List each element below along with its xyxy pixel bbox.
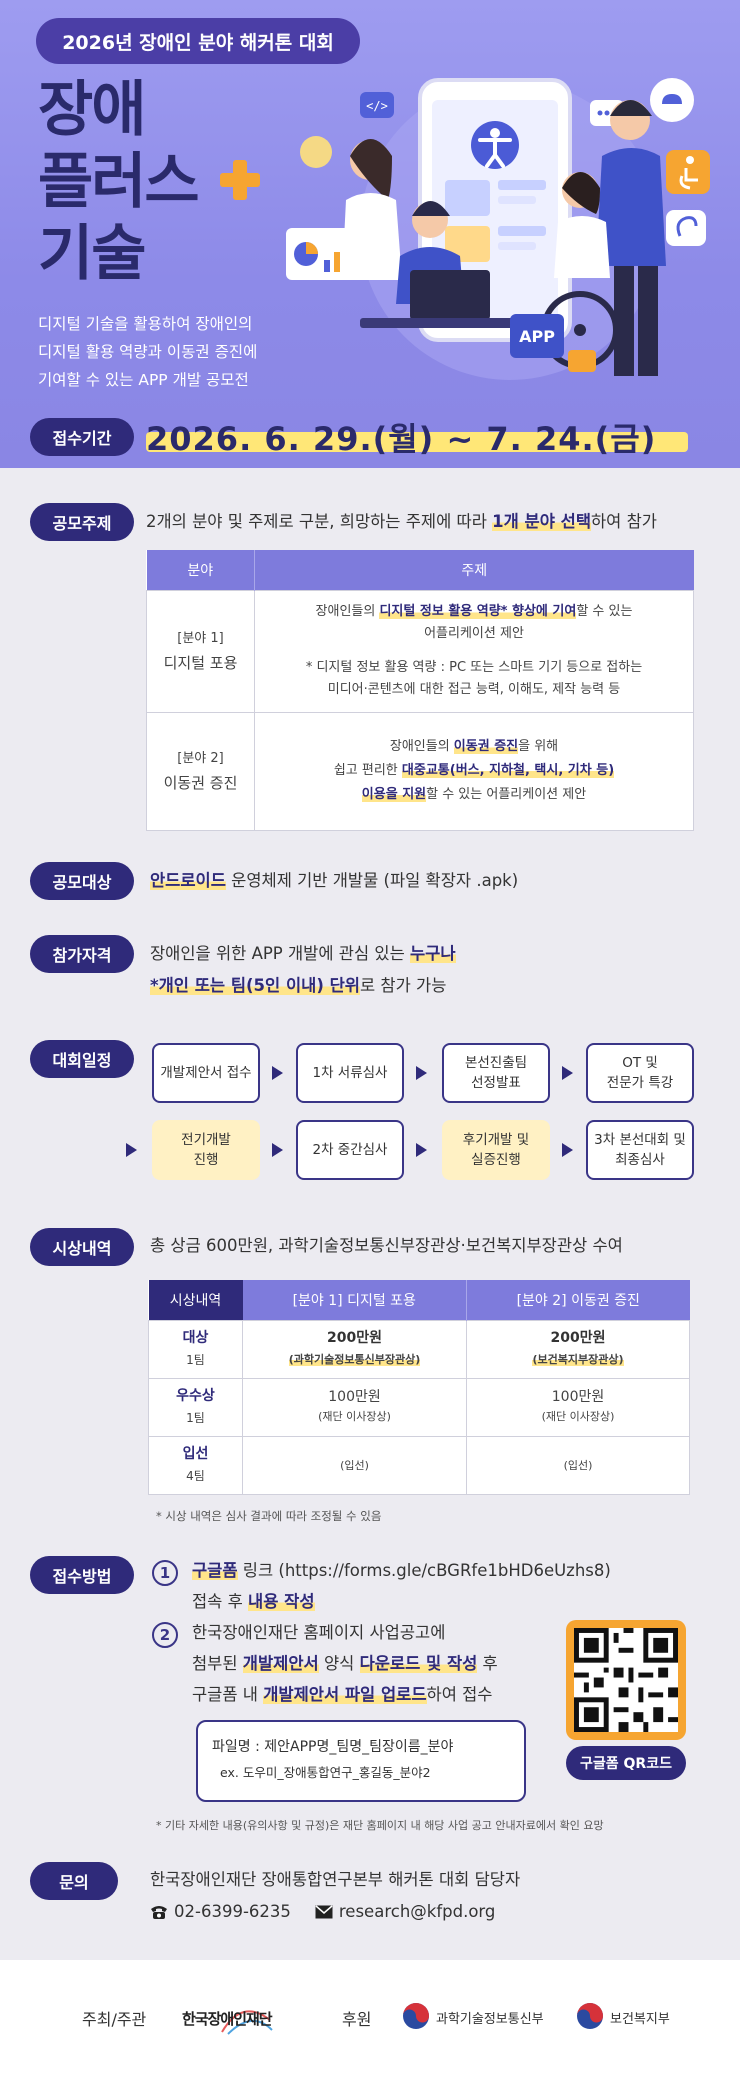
schedule-step: 2차 중간심사 bbox=[296, 1120, 404, 1180]
phone-icon bbox=[151, 1906, 167, 1919]
qr-label: 구글폼 QR코드 bbox=[566, 1746, 686, 1780]
topic-header-field: 분야 bbox=[146, 550, 255, 590]
schedule-step: 1차 서류심사 bbox=[296, 1043, 404, 1103]
event-title-pill: 2026년 장애인 분야 해커톤 대회 bbox=[36, 18, 360, 64]
filename-box: 파일명 : 제안APP명_팀명_팀장이름_분야 ex. 도우미_장애통합연구_홍… bbox=[196, 1720, 526, 1802]
footer: 주최/주관 한국장애인재단 후원 과학기술정보통신부 보건복지부 bbox=[0, 1960, 740, 2076]
table-row: [분야 2] 이동권 증진 장애인들의 이동권 증진을 위해 쉽고 편리한 대중… bbox=[146, 711, 694, 831]
awards-summary: 총 상금 600만원, 과학기술정보통신부장관상·보건복지부장관상 수여 bbox=[150, 1236, 623, 1255]
plus-icon bbox=[220, 160, 260, 200]
arrow-right-icon bbox=[416, 1143, 427, 1157]
hero-description: 디지털 기술을 활용하여 장애인의 디지털 활용 역량과 이동권 증진에 기여할… bbox=[38, 315, 258, 389]
taegeuk-icon bbox=[403, 2003, 429, 2029]
apply-step1-text: 구글폼 링크 (https://forms.gle/cBGRfe1bHD6eUz… bbox=[192, 1561, 611, 1611]
mail-icon bbox=[315, 1905, 333, 1919]
arrow-right-icon bbox=[272, 1066, 283, 1080]
contact-phone[interactable]: 02-6399-6235 bbox=[174, 1902, 291, 1921]
schedule-step: 개발제안서 접수 bbox=[152, 1043, 260, 1103]
awards-note: * 시상 내역은 심사 결과에 따라 조정될 수 있음 bbox=[156, 1509, 382, 1523]
code-badge-label: </> bbox=[366, 99, 388, 113]
subject-cell: 장애인들의 디지털 정보 활용 역량* 향상에 기여할 수 있는 어플리케이션 … bbox=[254, 589, 694, 713]
table-row: [분야 1] 디지털 포용 장애인들의 디지털 정보 활용 역량* 향상에 기여… bbox=[146, 589, 694, 713]
eligibility-text: 장애인을 위한 APP 개발에 관심 있는 누구나 *개인 또는 팀(5인 이내… bbox=[150, 944, 456, 995]
sponsor-2: 보건복지부 bbox=[610, 2012, 670, 2027]
arrow-right-icon bbox=[562, 1066, 573, 1080]
arrow-right-icon bbox=[126, 1143, 137, 1157]
eligibility-label-pill: 참가자격 bbox=[30, 935, 134, 973]
awards-header-rank: 시상내역 bbox=[148, 1280, 243, 1320]
field-cell: [분야 2] 이동권 증진 bbox=[146, 711, 255, 831]
contact-label-pill: 문의 bbox=[30, 1862, 118, 1900]
host-logo-arc-icon bbox=[221, 2010, 273, 2035]
arrow-right-icon bbox=[562, 1143, 573, 1157]
subject-cell: 장애인들의 이동권 증진을 위해 쉽고 편리한 대중교통(버스, 지하철, 택시… bbox=[254, 711, 694, 831]
step-2-circle: 2 bbox=[152, 1622, 178, 1648]
title-line-1: 장애 bbox=[38, 75, 146, 145]
title-line-3: 기술 bbox=[38, 219, 146, 289]
apply-step2-text: 한국장애인재단 홈페이지 사업공고에 첨부된 개발제안서 양식 다운로드 및 작… bbox=[192, 1623, 498, 1704]
qr-frame bbox=[566, 1620, 686, 1740]
topic-table: 분야 주제 [분야 1] 디지털 포용 장애인들의 디지털 정보 활용 역량* … bbox=[146, 550, 694, 831]
host-name: 한국장애인재단 bbox=[182, 2010, 273, 2028]
topic-header-subject: 주제 bbox=[254, 550, 694, 590]
arrow-right-icon bbox=[416, 1066, 427, 1080]
taegeuk-icon bbox=[577, 2003, 603, 2029]
target-label-pill: 공모대상 bbox=[30, 862, 134, 900]
developers-illustration: </> APP bbox=[286, 78, 710, 380]
schedule-label-pill: 대회일정 bbox=[30, 1040, 134, 1078]
host-label: 주최/주관 bbox=[82, 2010, 147, 2029]
contact-email[interactable]: research@kfpd.org bbox=[338, 1902, 496, 1921]
host-logo: 한국장애인재단 bbox=[182, 1998, 302, 2038]
apply-note: * 기타 자세한 내용(유의사항 및 규정)은 재단 홈페이지 내 해당 사업 … bbox=[156, 1819, 604, 1832]
target-text: 안드로이드 운영체제 기반 개발물 (파일 확장자 .apk) bbox=[150, 871, 519, 890]
app-badge-label: APP bbox=[519, 327, 555, 346]
period-date: 2026. 6. 29.(월) ~ 7. 24.(금) bbox=[146, 420, 657, 458]
awards-label-pill: 시상내역 bbox=[30, 1228, 134, 1266]
qr-code-icon[interactable] bbox=[574, 1628, 678, 1732]
awards-header-field2: [분야 2] 이동권 증진 bbox=[466, 1280, 690, 1320]
sponsor-1: 과학기술정보통신부 bbox=[436, 2012, 544, 2027]
period-highlight bbox=[146, 432, 688, 452]
topic-text: 2개의 분야 및 주제로 구분, 희망하는 주제에 따라 1개 분야 선택하여 … bbox=[146, 512, 657, 531]
sponsor-label: 후원 bbox=[342, 2010, 372, 2029]
step-1-circle: 1 bbox=[152, 1560, 178, 1586]
awards-header-field1: [분야 1] 디지털 포용 bbox=[242, 1280, 467, 1320]
period-label-pill: 접수기간 bbox=[30, 418, 134, 456]
arrow-right-icon bbox=[272, 1143, 283, 1157]
title-line-2: 플러스 bbox=[38, 147, 200, 217]
field-cell: [분야 1] 디지털 포용 bbox=[146, 589, 255, 713]
hero-banner: 2026년 장애인 분야 해커톤 대회 장애 플러스 기술 디지털 기술을 활용… bbox=[0, 0, 740, 468]
topic-label-pill: 공모주제 bbox=[30, 503, 134, 541]
apply-label-pill: 접수방법 bbox=[30, 1556, 134, 1594]
contact-block: 한국장애인재단 장애통합연구본부 해커톤 대회 담당자 02-6399-6235… bbox=[150, 1864, 520, 1928]
